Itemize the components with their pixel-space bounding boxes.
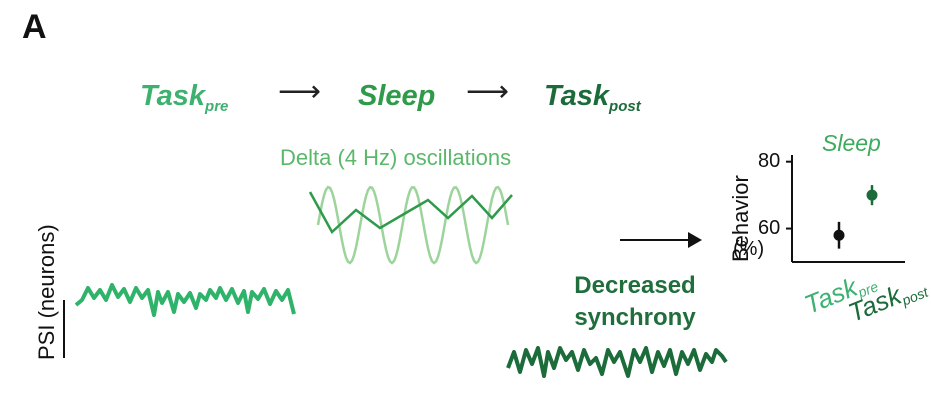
stage-task-pre: Taskpre [140, 80, 229, 115]
result-arrow-head [688, 232, 702, 248]
panel-label: A [22, 8, 47, 46]
flow-arrow-2: ⟶ [466, 75, 510, 108]
data-point [866, 189, 878, 201]
psi-trace-task-pre [74, 283, 296, 317]
stage-task-post: Taskpost [544, 80, 641, 115]
chart-y-unit: (%) [733, 238, 765, 260]
data-point [833, 229, 845, 241]
delta-oscillations-label: Delta (4 Hz) oscillations [280, 145, 512, 170]
chart-title: Sleep [822, 130, 881, 156]
y-tick-label: 80 [758, 149, 781, 172]
flow-arrow-1: ⟶ [278, 75, 322, 108]
stage-sleep: Sleep [358, 80, 436, 112]
delta-oscillation-wave [316, 185, 510, 265]
psi-trace-task-post [506, 346, 728, 378]
behavior-chart [786, 155, 905, 263]
sleep-slow-trace [308, 191, 513, 234]
y-tick-label: 60 [758, 216, 781, 239]
decreased-synchrony-label: Decreased synchrony [574, 272, 696, 331]
